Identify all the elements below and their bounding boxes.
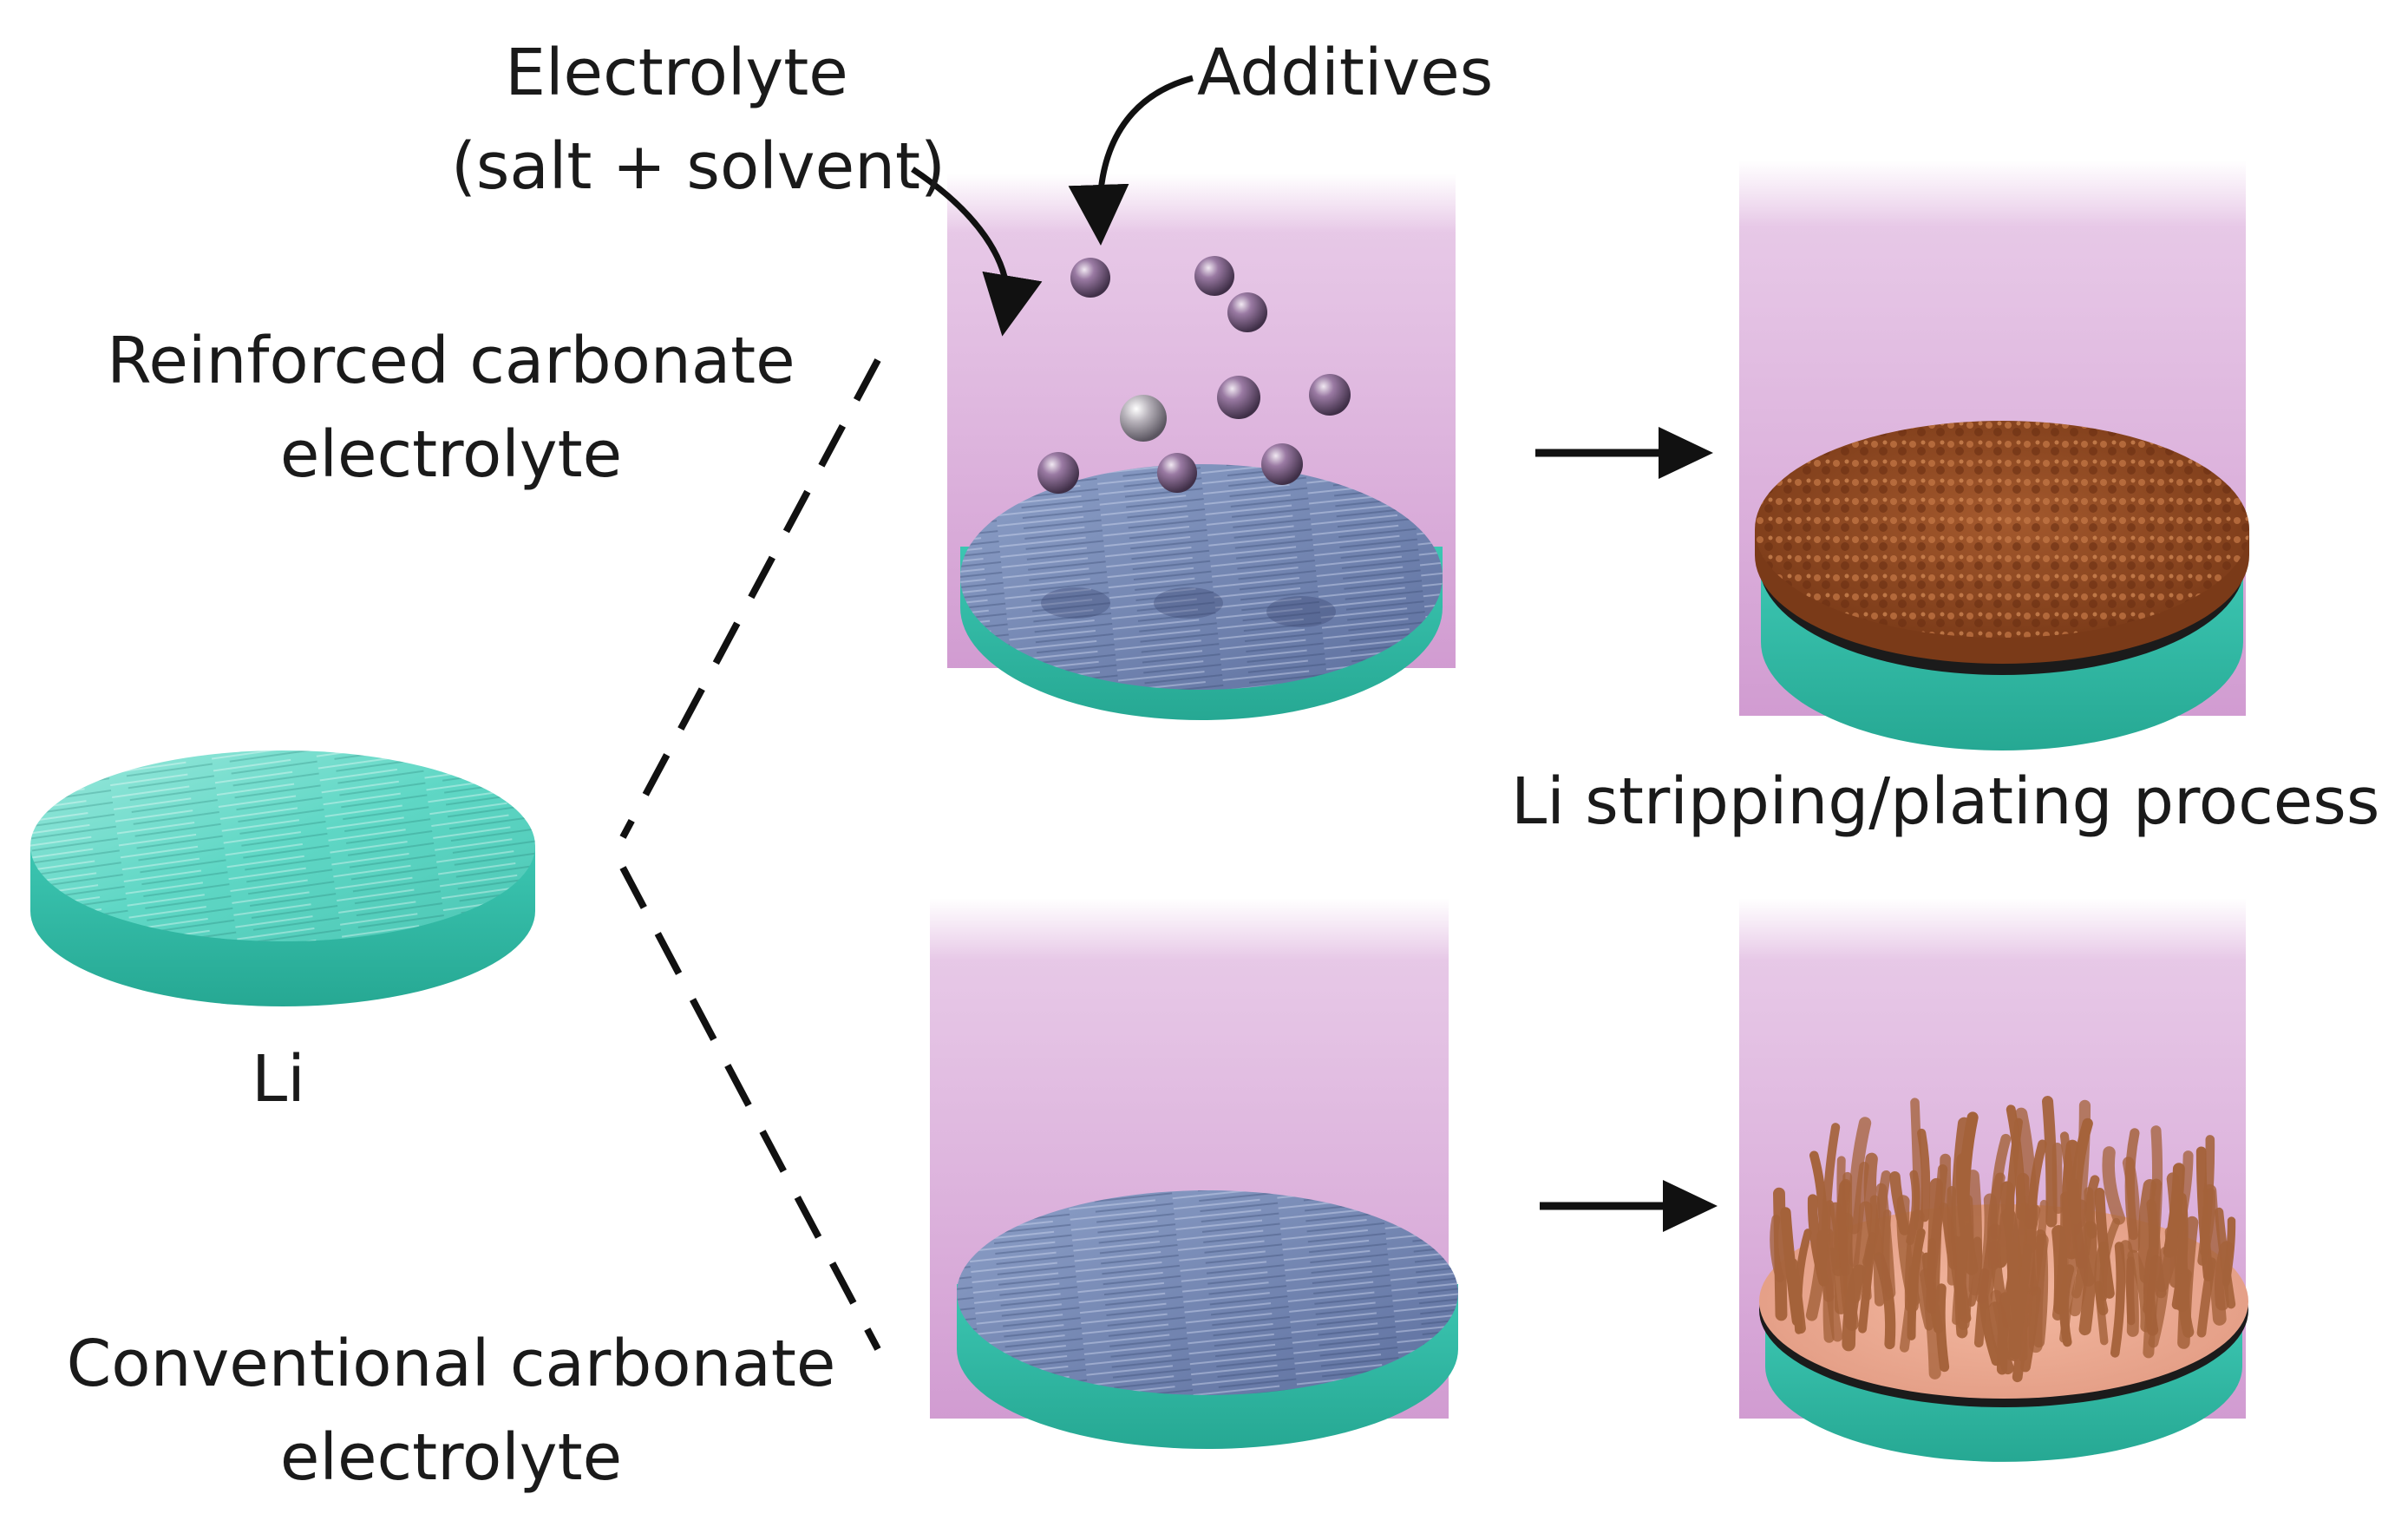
- dendrites: [1770, 1096, 2236, 1383]
- sphere-icon: [1217, 376, 1260, 419]
- additives-label: Additives: [1197, 36, 1494, 110]
- additive-spheres: [1037, 256, 1351, 494]
- dendrite-strand: [1842, 1264, 1867, 1352]
- dendrite-strand: [2000, 1294, 2022, 1359]
- dendrite-strand: [1917, 1128, 1931, 1222]
- dendrite-strand: [1794, 1229, 1812, 1334]
- dendrite-strand: [2028, 1199, 2049, 1296]
- dendrite-strand: [2059, 1264, 2075, 1347]
- conventional-line1: Conventional carbonate: [66, 1327, 836, 1401]
- dendrite-strand: [2085, 1175, 2100, 1239]
- dendrite-strand: [1939, 1203, 1957, 1286]
- sphere-icon: [1070, 258, 1110, 298]
- dendrite-strand: [1773, 1187, 1788, 1321]
- dendrite-strand: [1809, 1150, 1829, 1262]
- dendrite-strand: [2156, 1226, 2178, 1293]
- dendrite-strand: [1966, 1170, 1983, 1296]
- dendrite-strand: [1988, 1301, 2014, 1375]
- dendrite-strand: [2119, 1240, 2139, 1337]
- electrolyte-label: Electrolyte (salt + solvent): [451, 26, 946, 213]
- conventional-cell: [930, 898, 1458, 1449]
- dendrite-strand: [1836, 1156, 1850, 1276]
- dendrite-strand: [2215, 1241, 2234, 1311]
- dendrite-strand: [2020, 1286, 2042, 1373]
- dendrite-strand: [1858, 1243, 1875, 1334]
- dendrite-strand: [2124, 1128, 2140, 1241]
- sphere-icon: [1120, 395, 1167, 442]
- dendrite-strand: [1863, 1152, 1884, 1255]
- dendrite-strand: [2177, 1216, 2199, 1349]
- reinforced-line1: Reinforced carbonate: [107, 324, 795, 398]
- dendrite-strand: [1881, 1209, 1892, 1301]
- dendrite-strand: [1906, 1170, 1921, 1246]
- sphere-icon: [1261, 443, 1303, 485]
- dendrite-strand: [1849, 1162, 1869, 1267]
- annotation-arrows: [911, 75, 1194, 337]
- dendrite-strand: [1952, 1223, 1973, 1326]
- sphere-icon: [1194, 256, 1234, 296]
- dendrite-strand: [1770, 1214, 1784, 1282]
- sphere-icon: [1309, 374, 1351, 416]
- dendrite-strand: [2062, 1139, 2079, 1260]
- sphere-icon: [1227, 292, 1267, 332]
- dendrite-strand: [2110, 1242, 2126, 1358]
- dendrite-strand: [2094, 1188, 2115, 1299]
- dendrite-strand: [2051, 1143, 2064, 1214]
- dendrite-strand: [1896, 1195, 1921, 1307]
- branch-dashed-lines: [619, 358, 881, 1351]
- li-label: Li: [252, 1042, 305, 1117]
- dendrite-strand: [2200, 1188, 2215, 1256]
- dendrite-strand: [1935, 1283, 1950, 1373]
- dendrite-strand: [2042, 1096, 2058, 1228]
- reinforced-label: Reinforced carbonate electrolyte: [78, 314, 824, 501]
- dendrite-strand: [2102, 1146, 2126, 1225]
- reinforced-line2: electrolyte: [279, 417, 623, 492]
- dendrite-strand: [1822, 1247, 1838, 1343]
- dendrite-strand: [2137, 1179, 2157, 1284]
- dendrite-strand: [2070, 1117, 2093, 1225]
- dendrite-strand: [2094, 1241, 2109, 1316]
- dendrite-strand: [1951, 1117, 1971, 1251]
- conventional-label: Conventional carbonate electrolyte: [35, 1317, 867, 1504]
- sphere-icon: [1157, 453, 1197, 493]
- dendrite-strand: [2014, 1107, 2038, 1229]
- dendrite-strand: [2006, 1104, 2026, 1221]
- reinforced-cell: [947, 174, 1456, 720]
- electrolyte-line1: Electrolyte: [505, 36, 848, 110]
- li-disk: [30, 750, 535, 1006]
- dendrite-strand: [1807, 1194, 1829, 1287]
- electrolyte-line2: (salt + solvent): [451, 129, 946, 204]
- dendrite-strand: [1975, 1193, 1998, 1304]
- right-arrow-icon: [1535, 427, 1713, 479]
- conventional-line2: electrolyte: [279, 1420, 623, 1495]
- sphere-icon: [1037, 452, 1079, 494]
- process-label: Li stripping/plating process: [1511, 764, 2380, 839]
- right-arrow-icon: [1540, 1180, 1718, 1232]
- reinforced-result-cell: [1739, 161, 2249, 750]
